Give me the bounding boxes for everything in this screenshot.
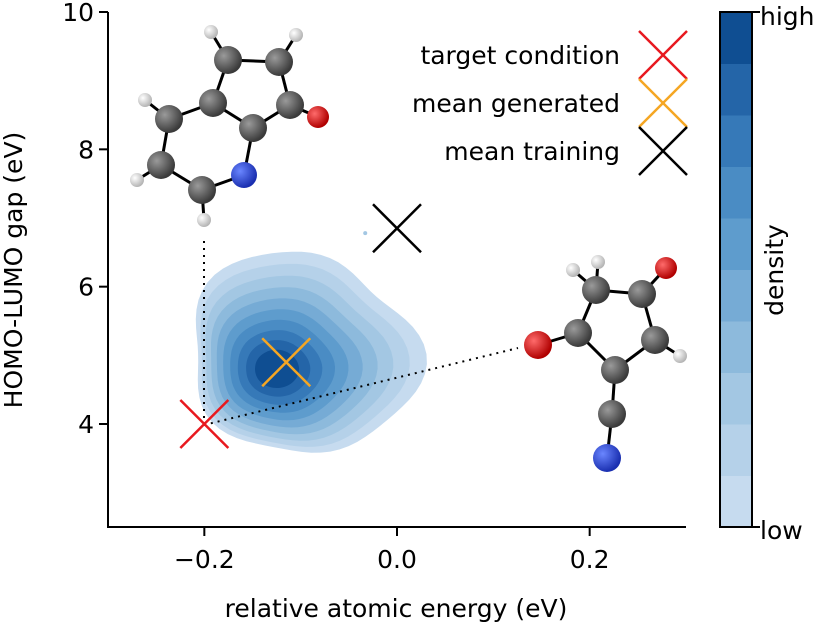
molecule-ring-nitrile-image <box>524 255 687 472</box>
colorbar-segment <box>720 115 752 167</box>
colorbar-label: density <box>760 224 789 316</box>
x-tick-label: −0.2 <box>174 545 235 574</box>
colorbar-segment <box>720 166 752 219</box>
y-axis-label: HOMO-LUMO gap (eV) <box>0 132 28 409</box>
legend: target condition mean generated mean train… <box>412 30 688 176</box>
colorbar-segment <box>720 63 752 116</box>
x-ticks: −0.2 0.0 0.2 <box>174 527 610 574</box>
colorbar-segment <box>720 475 752 528</box>
colorbar-frame <box>719 11 753 528</box>
y-tick-label: 10 <box>62 0 94 27</box>
marker <box>261 337 312 388</box>
density-contours <box>195 231 427 453</box>
density-speck <box>363 231 368 236</box>
x-tick-label: 0.2 <box>570 545 610 574</box>
legend-marker <box>638 78 688 128</box>
legend-label: mean generated <box>412 89 620 118</box>
colorbar-bottom-label: low <box>760 516 803 545</box>
y-tick-label: 8 <box>78 135 94 164</box>
guide-line-right <box>203 347 519 426</box>
x-tick-label: 0.0 <box>377 545 417 574</box>
colorbar-segment <box>720 218 752 270</box>
y-ticks: 4 6 8 10 <box>62 0 108 439</box>
legend-label: mean training <box>444 137 620 166</box>
marker <box>179 399 230 449</box>
y-tick-label: 4 <box>78 410 94 439</box>
colorbar-segment <box>720 12 752 64</box>
colorbar-segment <box>720 424 752 476</box>
colorbar-segment <box>720 372 752 425</box>
colorbar-top-label: high <box>760 2 815 31</box>
x-axis-label: relative atomic energy (eV) <box>225 594 568 623</box>
marker <box>372 203 422 254</box>
colorbar-segment <box>720 321 752 373</box>
y-tick-label: 6 <box>78 273 94 302</box>
legend-label: target condition <box>420 41 620 70</box>
colorbar-segment <box>720 269 752 322</box>
molecule-bicyclic-image <box>130 25 329 227</box>
legend-marker <box>638 126 688 176</box>
colorbar <box>719 11 760 528</box>
markers <box>179 203 422 449</box>
legend-marker <box>638 30 688 80</box>
